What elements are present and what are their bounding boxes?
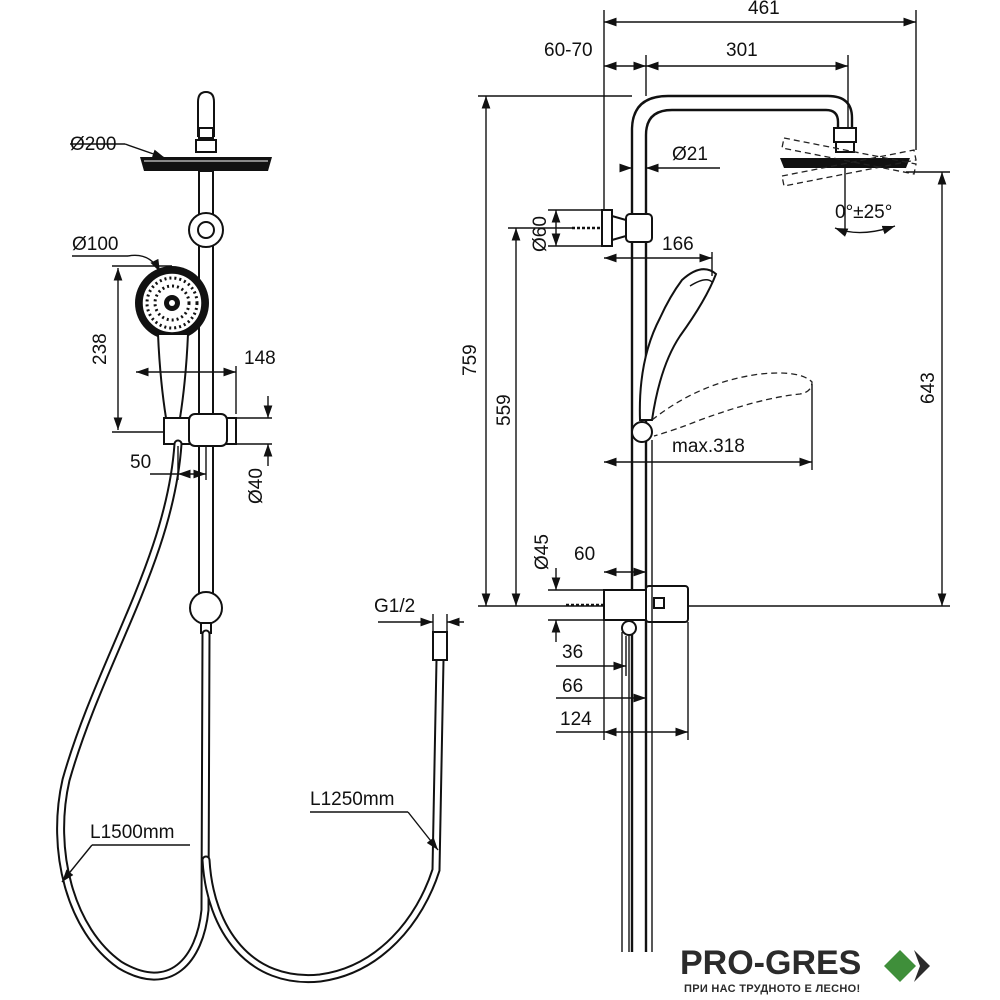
label-bracket-height: 559 <box>494 394 515 426</box>
valve-knob <box>645 585 689 623</box>
head-tilt-up <box>781 137 917 175</box>
label-valve-diameter: Ø45 <box>532 534 553 570</box>
label-total-height: 759 <box>460 344 481 376</box>
label-bracket-diameter: Ø60 <box>530 216 551 252</box>
riser-arm-outer <box>630 94 854 952</box>
label-valve-depth: 60 <box>574 544 595 565</box>
label-arm-projection: 301 <box>726 40 758 61</box>
label-bar-diameter: Ø40 <box>246 468 267 504</box>
head-swivel <box>833 127 857 143</box>
front-view: Ø200 Ø100 238 148 50 Ø40 G1/2 <box>56 90 464 984</box>
label-hose-length-2: L1250mm <box>310 789 395 810</box>
max-reach-outline <box>651 372 813 437</box>
valve-body <box>603 589 647 621</box>
logo-diamond-icon <box>884 950 930 982</box>
label-pipe-diameter: Ø21 <box>672 144 708 165</box>
riser-arm-inner <box>644 108 840 952</box>
logo-tagline: ПРИ НАС ТРУДНОТО Е ЛЕСНО! <box>684 983 860 995</box>
label-holder-width: 148 <box>244 348 276 369</box>
pro-gres-logo: PRO-GRES ПРИ НАС ТРУДНОТО Е ЛЕСНО! <box>680 944 930 995</box>
label-outlet-36: 36 <box>562 642 583 663</box>
riser-top <box>197 90 215 137</box>
bracket-clamp <box>625 213 653 243</box>
label-thread: G1/2 <box>374 596 415 617</box>
label-outlet-124: 124 <box>560 709 592 730</box>
hand-shower-holder <box>631 421 653 443</box>
label-head-diameter: Ø200 <box>70 134 116 155</box>
label-outlet-66: 66 <box>562 676 583 697</box>
hose-1500 <box>56 439 211 981</box>
bracket-plate <box>601 209 613 247</box>
hand-shower-handle <box>156 333 190 419</box>
label-total-projection: 461 <box>748 0 780 19</box>
label-tilt-angle: 0°±25° <box>835 202 892 223</box>
head-shower <box>140 157 272 171</box>
riser-collar <box>198 127 214 139</box>
label-max-reach: max.318 <box>672 436 745 457</box>
label-hose-length-1: L1500mm <box>90 822 175 843</box>
label-hose-offset: 50 <box>130 452 151 473</box>
hose-connector <box>432 631 448 661</box>
label-hand-shower-height: 238 <box>90 333 111 365</box>
label-head-height: 643 <box>918 372 939 404</box>
label-wall-distance: 60-70 <box>544 40 593 61</box>
logo-name: PRO-GRES <box>680 944 861 982</box>
hand-shower-side <box>638 268 718 421</box>
head-tilt-down <box>781 149 917 187</box>
diverter-knob <box>189 591 223 625</box>
label-bracket-projection: 166 <box>662 234 694 255</box>
head-joint <box>195 139 217 153</box>
label-hand-shower-diameter: Ø100 <box>72 234 118 255</box>
side-view: 0°±25° 461 60-70 301 <box>460 0 950 952</box>
